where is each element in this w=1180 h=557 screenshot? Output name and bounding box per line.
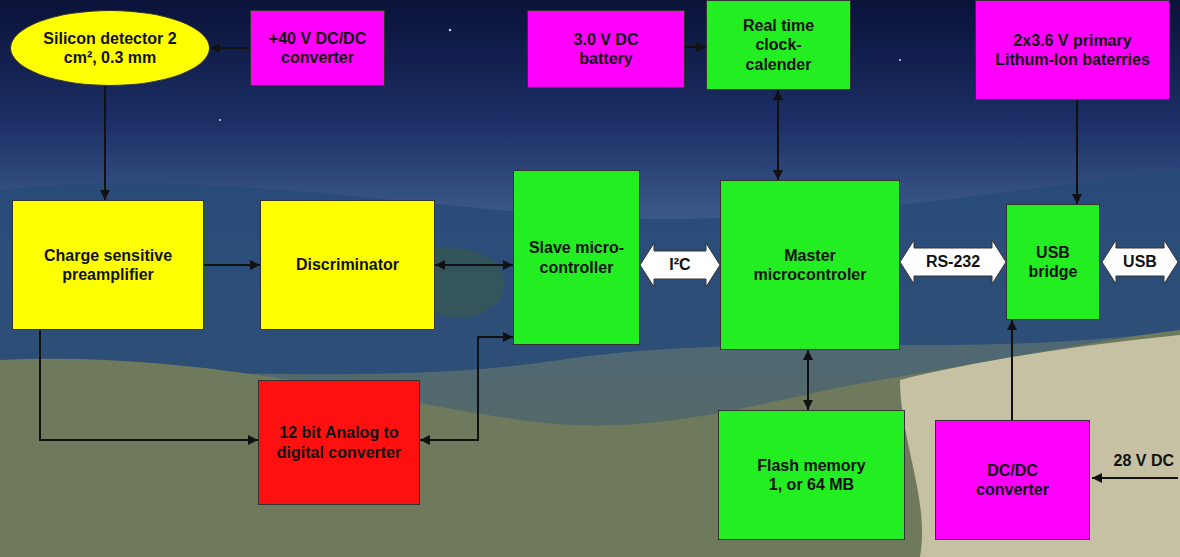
bus-arrow <box>640 243 720 287</box>
box-text: 12 bit Analog to digital converter <box>273 423 405 461</box>
box-text: 3.0 V DC battery <box>550 30 662 68</box>
bus-label: I²C <box>668 255 691 274</box>
detector-ellipse: Silicon detector 2 cm², 0.3 mm <box>10 10 210 86</box>
text-group: Real time clock-calender <box>727 16 830 74</box>
star <box>219 119 221 121</box>
box-text: Master microcontroler <box>729 246 891 284</box>
battery-box: 3.0 V DC battery <box>527 10 685 88</box>
port-label: USB <box>1123 252 1157 271</box>
box-text: 2x3.6 V primary Lithum-Ion baterries <box>984 31 1161 69</box>
land-light-region <box>900 335 1180 557</box>
signal-connector <box>1011 320 1013 420</box>
box-text: Silicon detector 2 cm², 0.3 mm <box>41 29 179 67</box>
box-text: Slave micro-controller <box>518 238 635 276</box>
text-group: 12 bit Analog to digital converter <box>273 423 405 461</box>
star <box>449 29 451 31</box>
text-group: USB bridge <box>1015 243 1091 281</box>
signal-connector <box>104 86 106 200</box>
sea-region <box>0 170 1180 380</box>
box-text: Real time clock-calender <box>727 16 830 74</box>
box-text: USB bridge <box>1015 243 1091 281</box>
converter-box: DC/DC converter <box>935 420 1090 540</box>
signal-connector <box>807 350 809 410</box>
text-group: Slave micro-controller <box>518 238 635 276</box>
voltage-label: 28 V DC <box>1114 451 1174 470</box>
usb-port-arrow <box>1102 240 1178 284</box>
clock-box: Real time clock-calender <box>706 0 851 90</box>
text-group: 2x3.6 V primary Lithum-Ion baterries <box>984 31 1161 69</box>
box-text: Charge sensitive preamplifier <box>43 246 173 284</box>
converter-box: +40 V DC/DC converter <box>250 10 385 86</box>
text-group: Charge sensitive preamplifier <box>43 246 173 284</box>
discriminator-box: Discriminator <box>260 200 435 330</box>
power-input-wire <box>1092 477 1178 479</box>
text-group: Discriminator <box>269 255 426 274</box>
box-text: +40 V DC/DC converter <box>257 29 378 67</box>
signal-connector <box>685 46 706 48</box>
text-group: 3.0 V DC battery <box>550 30 662 68</box>
text-group: Silicon detector 2 cm², 0.3 mm <box>41 29 179 67</box>
box-text: Flash memory 1, or 64 MB <box>749 456 874 494</box>
bridge-box: USB bridge <box>1006 204 1100 320</box>
text-group: Master microcontroler <box>729 246 891 284</box>
star <box>899 59 901 61</box>
bus-label: RS-232 <box>925 252 981 271</box>
signal-connector <box>1076 100 1078 204</box>
signal-connector <box>40 330 258 440</box>
box-text: Discriminator <box>269 255 426 274</box>
signal-connector <box>435 264 513 266</box>
box-text: DC/DC converter <box>956 461 1069 499</box>
memory-box: Flash memory 1, or 64 MB <box>718 410 905 540</box>
signal-connector <box>777 90 779 180</box>
text-group: Flash memory 1, or 64 MB <box>749 456 874 494</box>
text-group: DC/DC converter <box>956 461 1069 499</box>
signal-connector <box>420 337 513 440</box>
text-group: +40 V DC/DC converter <box>257 29 378 67</box>
controller-box: Slave micro-controller <box>513 170 640 345</box>
preamplifier-box: Charge sensitive preamplifier <box>12 200 204 330</box>
adc-box: 12 bit Analog to digital converter <box>258 380 420 505</box>
controller-box: Master microcontroler <box>720 180 900 350</box>
bus-arrow <box>900 240 1006 284</box>
battery-box: 2x3.6 V primary Lithum-Ion baterries <box>975 0 1170 100</box>
signal-connector <box>210 47 250 49</box>
land-region <box>0 330 1180 557</box>
signal-connector <box>204 264 260 266</box>
